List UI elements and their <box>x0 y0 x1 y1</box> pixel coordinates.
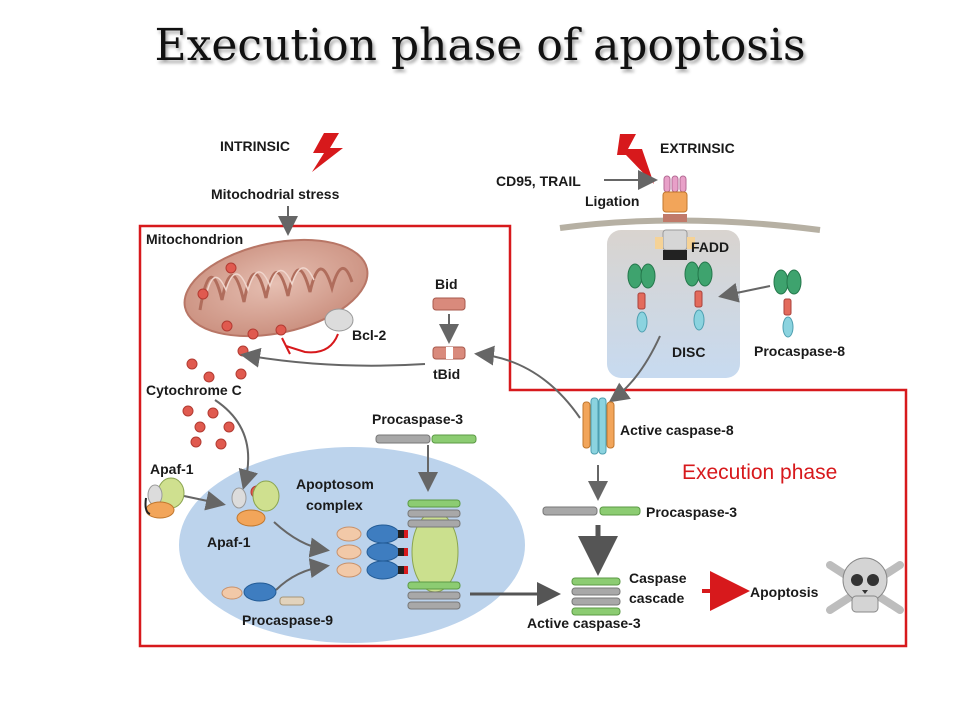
procaspase9-label: Procaspase-9 <box>242 612 333 628</box>
intrinsic-lightning-icon <box>312 133 343 172</box>
bcl2-protein <box>324 308 354 332</box>
procasp8-arrow <box>718 282 771 303</box>
caspase-cascade-label-line2: cascade <box>629 590 684 606</box>
tbid-label: tBid <box>433 366 460 382</box>
procaspase3-right-bar <box>542 506 641 516</box>
apoptosome-label-line2: complex <box>306 497 363 513</box>
execution-region-border <box>138 224 908 648</box>
ligation-label: Ligation <box>585 193 639 209</box>
apaf1-inner-label: Apaf-1 <box>207 534 251 550</box>
bid-label: Bid <box>435 276 458 292</box>
extrinsic-label: EXTRINSIC <box>660 140 735 156</box>
tbid-to-mito-arrow <box>240 347 426 368</box>
cd95-receptor <box>655 175 695 260</box>
fadd-label: FADD <box>691 239 729 255</box>
disc-to-casp8-arrow <box>608 335 661 403</box>
execution-phase-label: Execution phase <box>682 461 837 484</box>
cd95-label: CD95, TRAIL <box>496 173 581 189</box>
caspase-cascade-label-line1: Caspase <box>629 570 687 586</box>
bcl2-label: Bcl-2 <box>352 327 386 343</box>
skull-crossbones-icon <box>826 557 904 614</box>
casp8-to-tbid-arrow <box>474 345 581 419</box>
extrinsic-lightning-icon <box>617 134 654 184</box>
slide-title: Execution phase of apoptosis <box>154 20 806 71</box>
procaspase9-protein <box>221 582 305 606</box>
apaf-arrow <box>183 490 226 511</box>
cytochrome-c-dots <box>182 262 287 499</box>
procaspase8-proteins <box>627 261 802 338</box>
apaf-to-complex-arrow <box>273 521 330 558</box>
procaspase3-top-label: Procaspase-3 <box>372 411 463 427</box>
apaf1-inner-protein <box>231 480 280 527</box>
cytc-to-apaf-arrow <box>214 399 259 490</box>
intrinsic-label: INTRINSIC <box>220 138 290 154</box>
bid-protein <box>432 297 466 311</box>
apoptosome-label-line1: Apoptosom <box>296 476 374 492</box>
procaspase3-top-bar <box>375 434 477 444</box>
procaspase8-label: Procaspase-8 <box>754 343 845 359</box>
cytochrome-c-label: Cytochrome C <box>146 382 242 398</box>
disc-label: DISC <box>672 344 705 360</box>
active-caspase8-protein <box>582 397 615 455</box>
mito-stress-label: Mitochodrial stress <box>211 186 340 202</box>
active-caspase8-label: Active caspase-8 <box>620 422 734 438</box>
bcl2-inhibition <box>285 333 339 354</box>
apoptosis-label: Apoptosis <box>750 584 819 600</box>
apaf1-left-label: Apaf-1 <box>150 461 194 477</box>
active-caspase3-stack <box>571 577 621 616</box>
procaspase3-right-label: Procaspase-3 <box>646 504 737 520</box>
active-caspase3-label: Active caspase-3 <box>527 615 641 631</box>
apaf1-left-protein <box>144 477 185 519</box>
cell-membrane <box>559 217 821 233</box>
casp9-to-complex-arrow <box>275 558 330 591</box>
apoptosome-complex <box>336 499 461 610</box>
mitochondrion-label: Mitochondrion <box>146 231 243 247</box>
